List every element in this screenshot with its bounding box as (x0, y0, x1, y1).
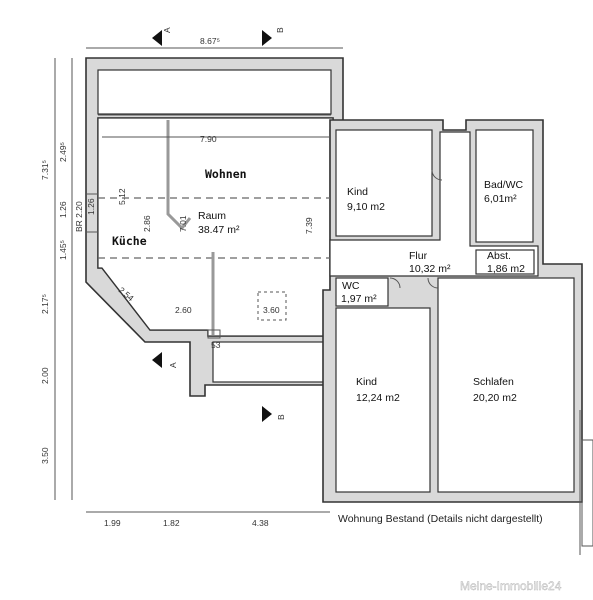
room-kind-1 (335, 129, 433, 237)
label-kind-2-area: 12,24 m2 (356, 392, 400, 404)
partition-1 (166, 120, 192, 231)
marker-b-top: B (275, 27, 285, 33)
label-abst-area: 1,86 m2 (487, 263, 525, 275)
door-schlafen (427, 277, 439, 289)
label-kind-1-area: 9,10 m2 (347, 201, 385, 213)
label-bad-area: 6,01m² (484, 193, 517, 205)
label-kind-2: Kind (356, 376, 377, 388)
label-schlafen-area: 20,20 m2 (473, 392, 517, 404)
label-kueche: Küche (112, 234, 147, 248)
small-box (207, 329, 221, 339)
dim-top-width: 8.67⁵ (200, 36, 220, 46)
label-wc: WC (342, 280, 360, 292)
dim-wohnen-vert2: 2.86 (142, 215, 152, 232)
section-markers: A B A B (152, 27, 286, 422)
label-abst: Abst. (487, 250, 511, 262)
right-wing (322, 119, 583, 503)
dim-small-53: 53 (211, 340, 221, 350)
label-raum-area: 38.47 m² (198, 224, 240, 236)
side-strip-box (581, 439, 593, 547)
side-strip (579, 410, 593, 555)
marker-a-bottom: A (168, 362, 178, 368)
watermark: Meine-Immobilie24 (460, 579, 562, 593)
room-abst (475, 249, 535, 275)
dim-wohnen-right: 7.39 (304, 217, 314, 234)
dim-lower-left: 2.60 (175, 305, 192, 315)
plan-caption: Wohnung Bestand (Details nicht dargestel… (338, 513, 543, 525)
living-details (86, 114, 331, 339)
marker-a-bottom-arrow (152, 352, 162, 368)
label-kind-1: Kind (347, 186, 368, 198)
dim-wohnen-vert3: 7.01 (178, 215, 188, 232)
dim-left-total: 7.31⁵ (40, 160, 50, 180)
room-schlafen (437, 277, 575, 493)
marker-a-top-arrow (152, 30, 162, 46)
dim-bottom-2: 1.82 (163, 518, 180, 528)
door-wc (389, 277, 401, 289)
dim-bottom-3: 4.38 (252, 518, 269, 528)
marker-b-top-arrow (262, 30, 272, 46)
marker-b-bottom-arrow (262, 406, 272, 422)
marker-a-top: A (162, 27, 172, 33)
room-flur (329, 131, 539, 277)
label-schlafen: Schlafen (473, 376, 514, 388)
dim-wohnen-width: 7.90 (200, 134, 217, 144)
dim-tiny-1: 1.26 (86, 198, 96, 215)
label-bad: Bad/WC (484, 179, 524, 191)
top-balcony (97, 69, 332, 115)
room-kind-2 (335, 307, 431, 493)
dim-left-200: 2.00 (40, 367, 50, 384)
dimension-lines (54, 47, 343, 513)
dim-tiny-2: BR 2.20 (74, 201, 84, 232)
door-kind1 (431, 169, 443, 181)
dim-left-350: 3.50 (40, 447, 50, 464)
label-wohnen: Wohnen (205, 167, 247, 181)
dim-left-lower: 2.17⁵ (40, 294, 50, 314)
room-bad (475, 129, 534, 243)
room-wc (335, 277, 389, 307)
dim-left-upper: 2.49⁵ (58, 142, 68, 162)
room-labels: Wohnen Küche Raum 38.47 m² Kind 9,10 m2 … (112, 167, 525, 404)
dashed-square (257, 291, 287, 321)
label-flur-area: 10,32 m² (409, 263, 451, 275)
dim-wohnen-vert1: 5.12 (117, 188, 127, 205)
dim-left-b2: 1.45⁵ (58, 240, 68, 260)
label-flur: Flur (409, 250, 428, 262)
marker-b-bottom: B (276, 414, 286, 420)
dimension-labels: 8.67⁵ 7.31⁵ 2.49⁵ 1.26 1.45⁵ 2.17⁵ 2.00 … (40, 36, 314, 528)
lower-alcove (212, 341, 327, 383)
label-raum: Raum (198, 210, 226, 222)
dim-left-b1: 1.26 (58, 201, 68, 218)
dim-lower-right: 3.60 (263, 305, 280, 315)
dim-bottom-1: 1.99 (104, 518, 121, 528)
label-wc-area: 1,97 m² (341, 293, 377, 305)
